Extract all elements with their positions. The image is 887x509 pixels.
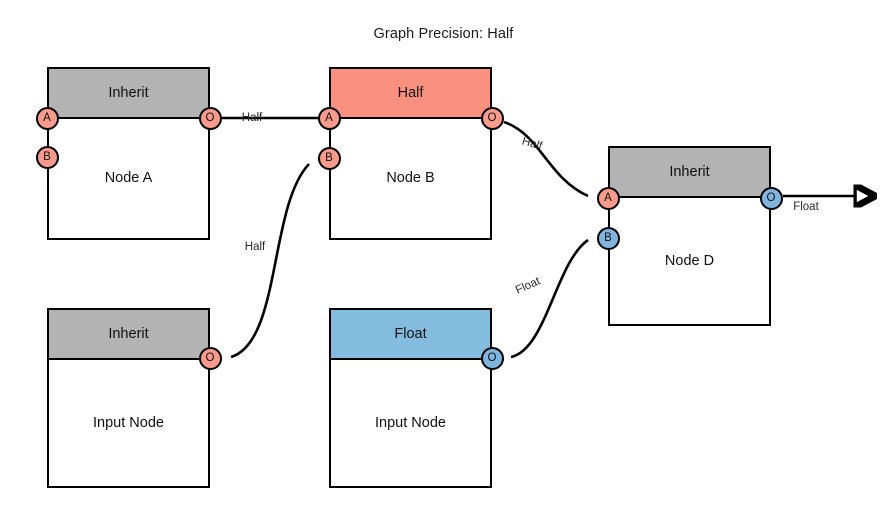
port-in-b-node-d[interactable]: B <box>596 226 620 250</box>
port-in-b-node-a[interactable]: B <box>35 145 59 169</box>
port-in-a-node-b[interactable]: A <box>317 106 341 130</box>
node-header-input-node-middle: Float <box>331 310 490 360</box>
port-out-o-node-a[interactable]: O <box>198 106 222 130</box>
port-out-o-input-node-left[interactable]: O <box>198 346 222 370</box>
node-header-node-a: Inherit <box>49 69 208 119</box>
wire-edge-b-to-d[interactable] <box>503 120 589 198</box>
port-in-a-node-d[interactable]: A <box>596 186 620 210</box>
node-label-input-node-middle: Input Node <box>375 414 446 431</box>
port-out-o-node-b[interactable]: O <box>480 106 504 130</box>
port-in-b-node-b[interactable]: B <box>317 146 341 170</box>
port-in-a-node-a[interactable]: A <box>35 106 59 130</box>
port-out-o-node-d[interactable]: O <box>759 186 783 210</box>
port-out-o-input-node-middle[interactable]: O <box>480 346 504 370</box>
edge-label-edge-d-output: Float <box>793 201 819 213</box>
node-header-input-node-left: Inherit <box>49 310 208 360</box>
node-header-node-b: Half <box>331 69 490 119</box>
edge-label-edge-inputleft-to-b: Half <box>244 241 266 253</box>
page-title: Graph Precision: Half <box>373 26 514 42</box>
node-label-input-node-left: Input Node <box>93 414 164 431</box>
wire-edge-inputleft-to-b[interactable] <box>230 163 310 359</box>
edge-label-edge-a-to-b: Half <box>241 112 263 124</box>
wire-edge-inputmid-to-d[interactable] <box>510 238 589 359</box>
node-label-node-b: Node B <box>386 170 435 186</box>
node-header-node-d: Inherit <box>610 148 769 198</box>
node-label-node-a: Node A <box>104 170 153 186</box>
node-label-node-d: Node D <box>664 252 715 269</box>
